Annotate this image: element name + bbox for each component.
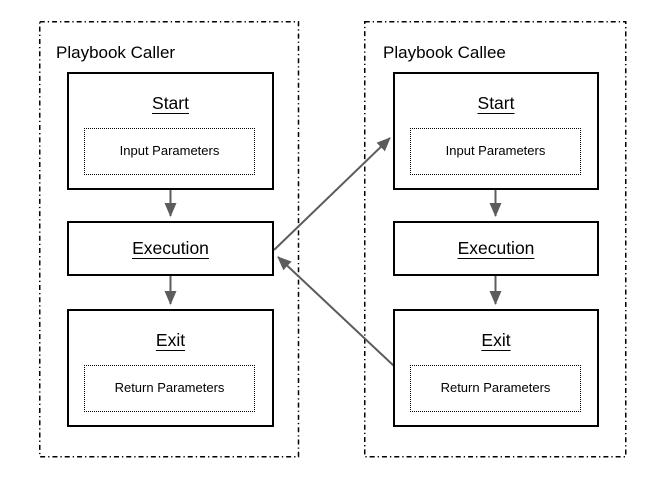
playbook-callee-container-border [364, 21, 627, 458]
caller-exit-heading: Exit [155, 330, 186, 350]
caller-input-parameters-label: Input Parameters [119, 143, 220, 159]
playbook-callee-title: Playbook Callee [383, 43, 506, 62]
callee-input-parameters-label: Input Parameters [445, 143, 546, 159]
caller-return-parameters-label: Return Parameters [114, 380, 225, 396]
caller-exit-node: Exit Return Parameters [67, 309, 274, 427]
callee-exit-heading: Exit [481, 330, 511, 350]
callee-input-parameters-box: Input Parameters [410, 128, 581, 175]
callee-execution-heading: Execution [457, 238, 535, 259]
callee-exit-node: Exit Return Parameters [393, 309, 599, 427]
callee-execution-node: Execution [393, 221, 599, 276]
playbook-caller-container-border [39, 21, 300, 458]
caller-execution-heading: Execution [132, 238, 209, 259]
caller-execution-node: Execution [67, 221, 274, 276]
callee-start-heading: Start [477, 93, 515, 113]
caller-start-node: Start Input Parameters [67, 72, 274, 190]
callee-start-node: Start Input Parameters [393, 72, 599, 190]
caller-input-parameters-box: Input Parameters [84, 128, 255, 175]
callee-return-parameters-box: Return Parameters [410, 365, 581, 412]
caller-return-parameters-box: Return Parameters [84, 365, 255, 412]
caller-start-heading: Start [152, 93, 189, 113]
callee-return-parameters-label: Return Parameters [440, 380, 551, 396]
arrow-call-caller-execution-to-callee-start [273, 137, 391, 251]
playbook-caller-title: Playbook Caller [56, 43, 176, 62]
arrow-return-callee-exit-to-caller-execution [277, 256, 395, 367]
